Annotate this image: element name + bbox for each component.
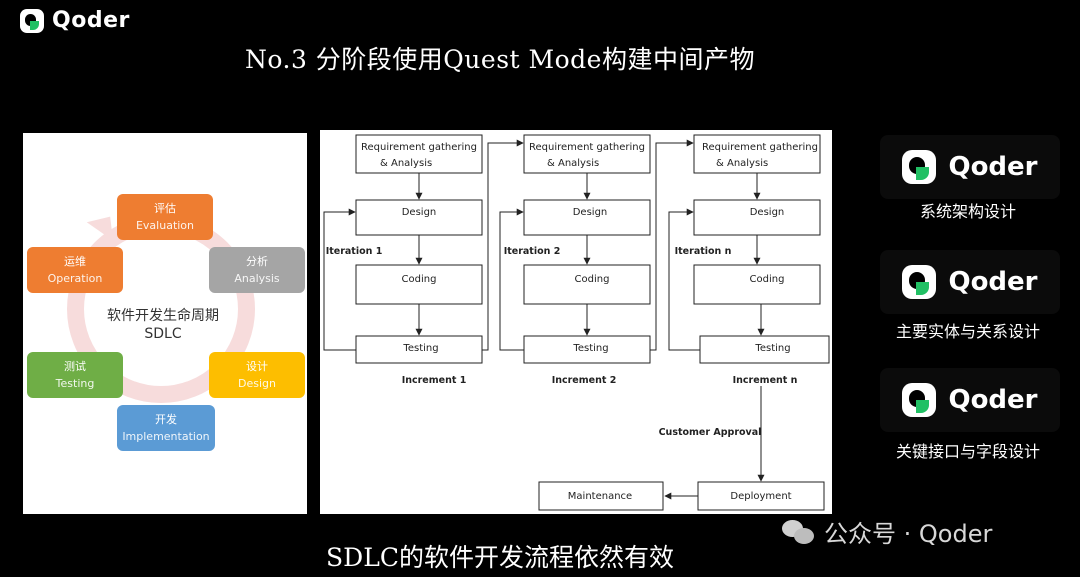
iteration-label-1: Iteration 1 bbox=[326, 246, 383, 257]
coding-label-2: Coding bbox=[575, 274, 610, 285]
stage-design: 设计 Design bbox=[209, 352, 305, 398]
maintenance-label: Maintenance bbox=[568, 491, 632, 502]
slide-title: No.3 分阶段使用Quest Mode构建中间产物 bbox=[245, 45, 755, 74]
card-wordmark: Qoder bbox=[948, 267, 1038, 297]
iteration-label-n: Iteration n bbox=[675, 246, 732, 257]
top-logo: Qoder bbox=[20, 8, 130, 33]
stage-en: Design bbox=[238, 377, 276, 390]
stage-en: Analysis bbox=[234, 272, 280, 285]
qoder-logo-icon bbox=[902, 265, 937, 299]
card-label-1: 系统架构设计 bbox=[919, 202, 1016, 221]
qoder-logo-icon bbox=[902, 383, 937, 417]
stage-testing: 测试 Testing bbox=[27, 352, 123, 398]
design-label-1: Design bbox=[402, 207, 437, 218]
stage-cn: 分析 bbox=[246, 255, 268, 268]
qoder-card-2: Qoder bbox=[880, 250, 1060, 314]
stage-evaluation: 评估 Evaluation bbox=[117, 194, 213, 240]
req-sub-label-n: & Analysis bbox=[716, 158, 768, 169]
stage-cn: 运维 bbox=[64, 255, 86, 268]
stage-analysis: 分析 Analysis bbox=[209, 247, 305, 293]
design-label-n: Design bbox=[750, 207, 785, 218]
stage-en: Evaluation bbox=[135, 219, 195, 232]
qoder-logo-icon bbox=[902, 150, 937, 184]
req-label-2: Requirement gathering bbox=[529, 142, 645, 153]
sdlc-center-cn: 软件开发生命周期 bbox=[107, 308, 219, 324]
card-label-2: 主要实体与关系设计 bbox=[895, 322, 1040, 341]
top-logo-wordmark: Qoder bbox=[52, 8, 130, 33]
req-label-1: Requirement gathering bbox=[361, 142, 477, 153]
testing-label-n: Testing bbox=[754, 343, 790, 354]
sdlc-center-label: 软件开发生命周期 SDLC bbox=[93, 307, 233, 343]
stage-en: Testing bbox=[55, 377, 95, 390]
iterative-model-svg: Requirement gathering & Analysis Design … bbox=[323, 134, 830, 511]
increment-label-n: Increment n bbox=[733, 375, 798, 386]
stage-en: Implementation bbox=[122, 430, 210, 443]
stage-cn: 测试 bbox=[64, 360, 86, 373]
stage-implementation: 开发 Implementation bbox=[117, 405, 215, 451]
iteration-label-2: Iteration 2 bbox=[504, 246, 561, 257]
stage-cn: 设计 bbox=[246, 360, 268, 373]
card-wordmark: Qoder bbox=[948, 152, 1038, 182]
stage-cn: 评估 bbox=[154, 202, 176, 215]
testing-label-1: Testing bbox=[402, 343, 438, 354]
wechat-watermark: 公众号 · Qoder bbox=[782, 514, 992, 549]
design-label-2: Design bbox=[573, 207, 608, 218]
stage-en: Operation bbox=[47, 272, 103, 285]
coding-label-1: Coding bbox=[402, 274, 437, 285]
increment-label-2: Increment 2 bbox=[552, 375, 617, 386]
sdlc-center-en: SDLC bbox=[144, 326, 182, 342]
watermark-text: 公众号 · Qoder bbox=[824, 520, 993, 548]
slide-caption: SDLC的软件开发流程依然有效 bbox=[326, 543, 674, 572]
qoder-card-3: Qoder bbox=[880, 368, 1060, 432]
iterative-model-diagram: Requirement gathering & Analysis Design … bbox=[320, 130, 832, 514]
deployment-label: Deployment bbox=[730, 491, 791, 502]
customer-approval-label: Customer Approval bbox=[659, 427, 762, 438]
coding-box-n bbox=[693, 264, 821, 305]
qoder-logo-icon bbox=[20, 8, 44, 33]
sdlc-cycle-panel: 评估 Evaluation 分析 Analysis 设计 Design 开发 I… bbox=[23, 133, 307, 514]
qoder-card-1: Qoder bbox=[880, 135, 1060, 199]
testing-label-2: Testing bbox=[572, 343, 608, 354]
stage-operation: 运维 Operation bbox=[27, 247, 123, 293]
card-label-3: 关键接口与字段设计 bbox=[895, 442, 1040, 461]
req-sub-label-1: & Analysis bbox=[380, 158, 432, 169]
req-sub-label-2: & Analysis bbox=[547, 158, 599, 169]
req-label-n: Requirement gathering bbox=[702, 142, 818, 153]
coding-label-n: Coding bbox=[750, 274, 785, 285]
stage-cn: 开发 bbox=[155, 413, 177, 426]
wechat-icon bbox=[782, 518, 816, 546]
maintenance-box bbox=[538, 481, 664, 511]
card-wordmark: Qoder bbox=[948, 385, 1038, 415]
increment-label-1: Increment 1 bbox=[402, 375, 467, 386]
